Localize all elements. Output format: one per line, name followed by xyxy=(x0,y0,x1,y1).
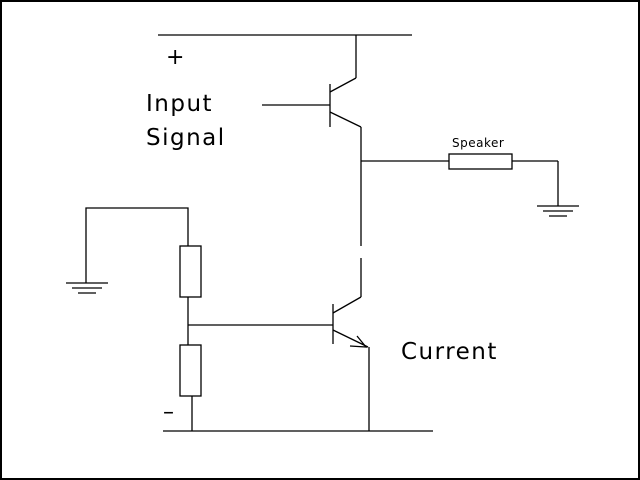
ground-symbol-left xyxy=(66,282,108,294)
upper-resistor xyxy=(179,245,202,298)
emitter-arrow xyxy=(349,335,368,348)
ground-symbol-right xyxy=(537,205,579,217)
lower-collector xyxy=(332,296,362,314)
lower-emitter xyxy=(332,329,369,348)
upper-transistor xyxy=(262,35,362,246)
left-ground-wire xyxy=(85,207,189,283)
lower-resistor xyxy=(179,344,202,397)
speaker-branch xyxy=(361,153,559,206)
plus-label: + xyxy=(166,45,184,70)
speaker-symbol xyxy=(448,153,513,170)
minus-label: – xyxy=(163,400,174,425)
speaker-label: Speaker xyxy=(452,136,504,150)
upper-emitter xyxy=(329,111,362,128)
current-label: Current xyxy=(401,339,498,365)
input-label-line1: Input xyxy=(146,91,213,117)
bias-divider xyxy=(85,207,202,431)
lower-transistor xyxy=(188,258,370,431)
input-label-line2: Signal xyxy=(146,125,226,151)
upper-collector xyxy=(329,77,357,93)
